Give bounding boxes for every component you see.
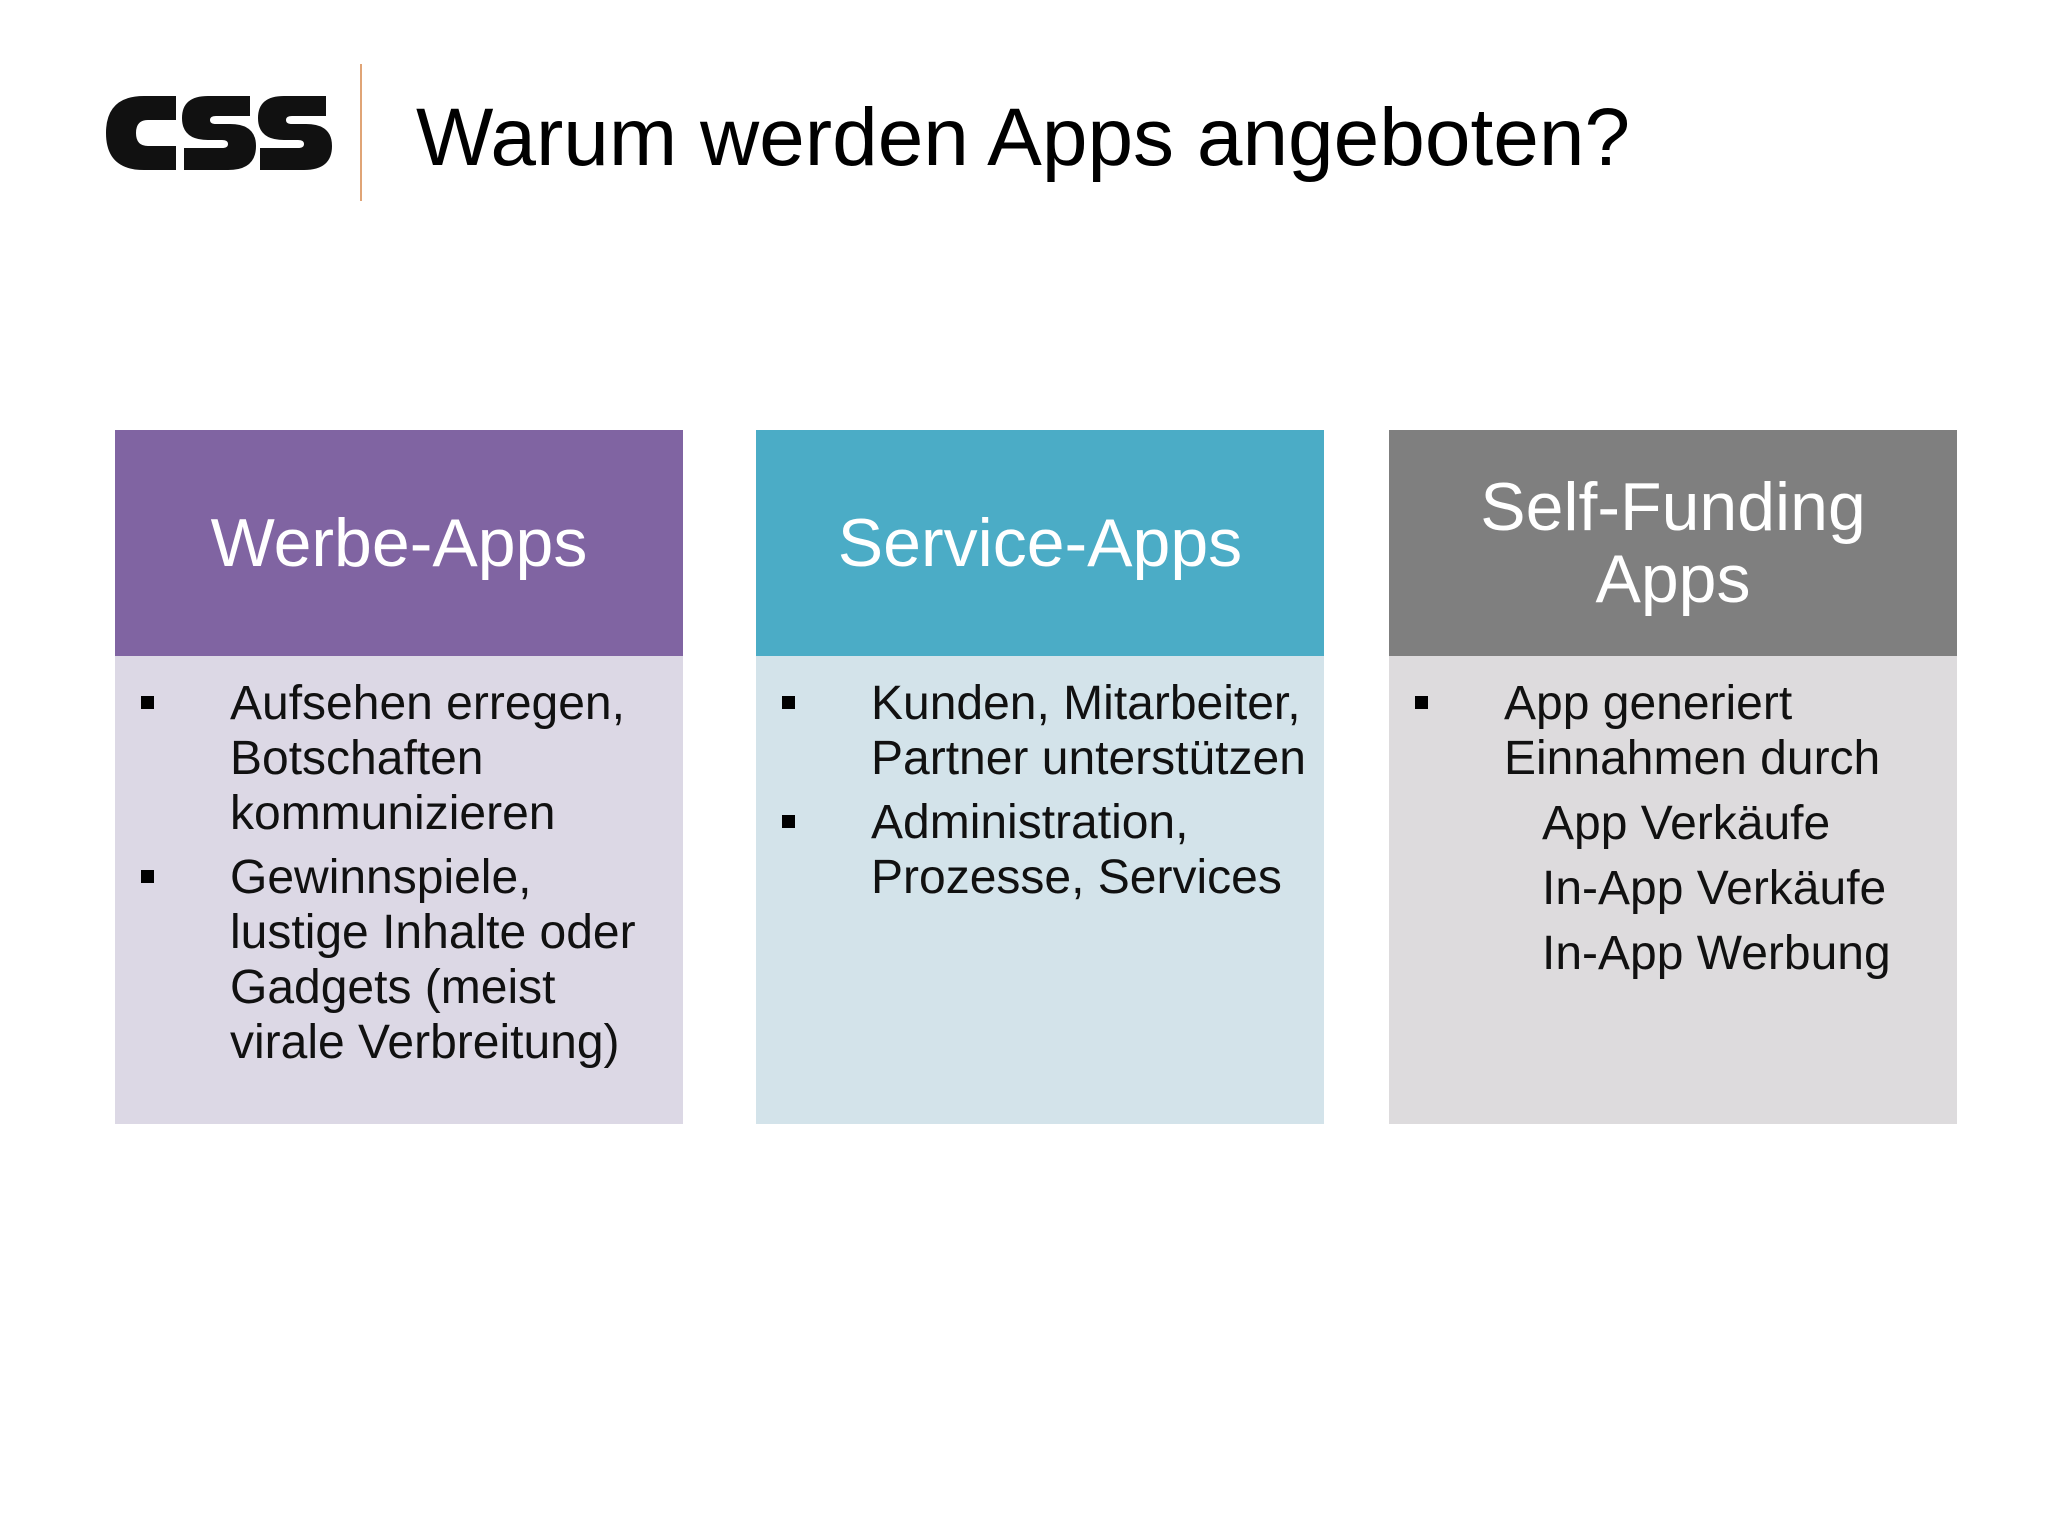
card-body: Aufsehen erregen, Botschaften kommunizie… [115,656,683,1124]
card-header-label: Service-Apps [837,505,1243,581]
square-bullet-icon [141,696,154,709]
slide-title: Warum werden Apps angeboten? [416,92,1631,183]
bullet-text: App generiert Einnahmen durch [1504,677,1881,785]
card-body: App generiert Einnahmen durch App Verkäu… [1389,656,1957,1124]
card-werbe-apps: Werbe-Apps Aufsehen erregen, Botschaften… [115,430,683,1124]
card-header-label: Werbe-Apps [210,505,588,581]
card-header: Self-Funding Apps [1389,430,1957,656]
bullet-list: App generiert Einnahmen durch App Verkäu… [1415,676,1939,981]
square-bullet-icon [782,696,795,709]
bullet-list: Aufsehen erregen, Botschaften kommunizie… [141,676,665,1070]
square-bullet-icon [782,815,795,828]
bullet-text: Administration, Prozesse, Services [871,796,1282,904]
square-bullet-icon [141,870,154,883]
card-body: Kunden, Mitarbeiter, Partner unterstütze… [756,656,1324,1124]
sub-list: App Verkäufe In-App Verkäufe In-App Werb… [1542,796,1939,981]
card-self-funding-apps: Self-Funding Apps App generiert Einnahme… [1389,430,1957,1124]
bullet-item: Gewinnspiele, lustige Inhalte oder Gadge… [141,850,665,1070]
square-bullet-icon [1415,696,1428,709]
bullet-item: Administration, Prozesse, Services [782,795,1306,905]
bullet-list: Kunden, Mitarbeiter, Partner unterstütze… [782,676,1306,905]
bullet-text: Aufsehen erregen, Botschaften kommunizie… [230,677,625,840]
bullet-item: App generiert Einnahmen durch App Verkäu… [1415,676,1939,981]
css-logo-mark [106,96,332,170]
card-header-label: Self-Funding Apps [1480,469,1866,617]
card-header: Werbe-Apps [115,430,683,656]
bullet-text: Gewinnspiele, lustige Inhalte oder Gadge… [230,851,636,1069]
bullet-item: Aufsehen erregen, Botschaften kommunizie… [141,676,665,841]
card-service-apps: Service-Apps Kunden, Mitarbeiter, Partne… [756,430,1324,1124]
bullet-item: Kunden, Mitarbeiter, Partner unterstütze… [782,676,1306,786]
title-divider [360,64,362,201]
card-header: Service-Apps [756,430,1324,656]
bullet-text: Kunden, Mitarbeiter, Partner unterstütze… [871,677,1306,785]
sub-item: In-App Verkäufe [1542,862,1887,915]
sub-item: App Verkäufe [1542,797,1831,850]
css-logo [100,78,332,188]
sub-item: In-App Werbung [1542,927,1891,980]
